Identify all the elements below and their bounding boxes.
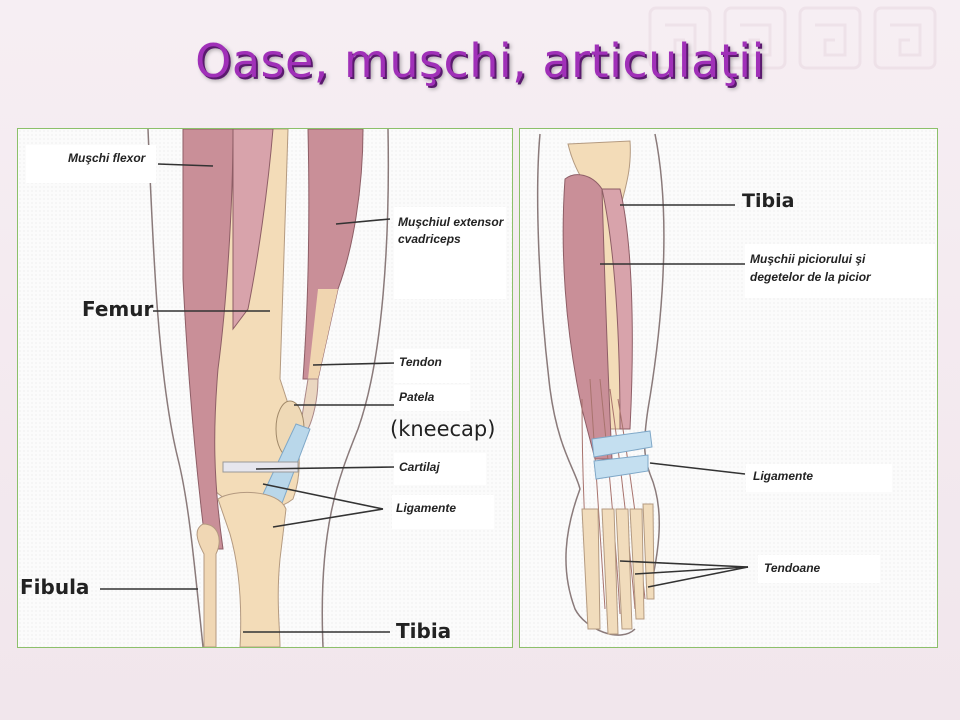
leg-muscles [562, 174, 613, 460]
ankle-ligaments [591, 430, 653, 480]
label-leg-muscles-2: degetelor de la picior [750, 270, 871, 284]
label-box-ligamente-right [746, 464, 892, 492]
label-ligaments-right: Ligamente [753, 469, 814, 483]
slide-title: Oase, muşchi, articulaţii [195, 34, 765, 88]
label-box-flexor [26, 145, 156, 183]
label-box-cartilaj [394, 453, 486, 485]
label-box-extensor [394, 207, 506, 299]
label-tendons: Tendoane [764, 561, 821, 575]
label-ligaments: Ligamente [396, 501, 457, 515]
label-flexor-muscle: Muşchi flexor [68, 151, 146, 165]
label-box-patela [394, 385, 470, 411]
flexor-muscle [182, 129, 234, 550]
label-fibula: Fibula [20, 575, 90, 599]
label-box-ligamente [392, 495, 494, 529]
fibula-bone [196, 523, 220, 647]
label-box-muschii [745, 244, 935, 298]
quadriceps-muscle [302, 129, 364, 380]
label-tibia: Tibia [396, 619, 452, 643]
foot-illustration [536, 133, 749, 636]
label-extensor-muscle: Muşchiul extensor [398, 215, 504, 229]
label-tibia-right: Tibia [742, 190, 795, 212]
label-box-tendon [394, 349, 470, 383]
label-leg-muscles-1: Muşchii piciorului şi [750, 252, 866, 266]
knee-illustration [100, 129, 397, 647]
label-cartilage: Cartilaj [399, 460, 440, 474]
label-box-tendoane [758, 555, 880, 583]
knee-anatomy-panel: Muşchi flexor Muşchiul extensor cvadrice… [17, 128, 513, 648]
decorative-pattern [648, 6, 937, 70]
foot-anatomy-panel: Tibia Muşchii piciorului şi degetelor de… [519, 128, 938, 648]
label-quadriceps: cvadriceps [398, 232, 461, 246]
tibia-bone [217, 491, 287, 647]
label-kneecap: (kneecap) [390, 417, 496, 441]
label-femur: Femur [82, 297, 154, 321]
label-patella: Patela [399, 390, 435, 404]
label-tendon: Tendon [399, 355, 442, 369]
